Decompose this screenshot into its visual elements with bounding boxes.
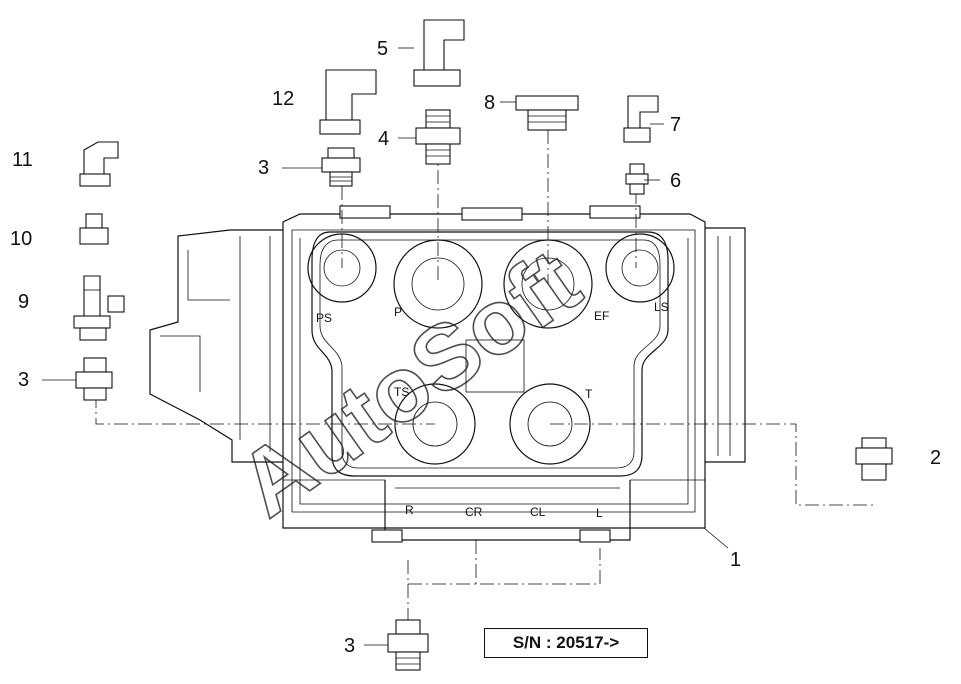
callout-9: 9 xyxy=(18,291,30,313)
callout-8: 8 xyxy=(484,92,496,114)
port-label-ps: PS xyxy=(316,311,332,325)
fitting-4 xyxy=(415,109,461,165)
fitting-5-elbow xyxy=(413,19,465,87)
fitting-3-left xyxy=(75,357,113,401)
port-label-ls: LS xyxy=(654,300,669,314)
callout-7: 7 xyxy=(670,114,682,136)
callout-6: 6 xyxy=(670,170,682,192)
callout-3-bottom: 3 xyxy=(344,635,356,657)
fitting-3-bottom xyxy=(387,619,429,671)
port-label-r: R xyxy=(405,503,414,517)
fitting-9 xyxy=(73,275,125,341)
port-label-ts: TS xyxy=(394,385,409,399)
watermark-autosoft: AutoSoft xyxy=(220,229,598,537)
callout-11: 11 xyxy=(12,149,33,171)
fitting-10 xyxy=(79,213,109,245)
port-label-p: P xyxy=(394,305,402,319)
port-label-l: L xyxy=(596,506,603,520)
callout-5: 5 xyxy=(377,38,389,60)
fitting-3-top xyxy=(321,147,361,187)
callout-10: 10 xyxy=(10,228,33,250)
callout-12: 12 xyxy=(272,88,295,110)
callout-3-top: 3 xyxy=(258,157,270,179)
fitting-7-elbow xyxy=(623,95,659,143)
svg-text:AutoSoft: AutoSoft xyxy=(221,230,598,536)
port-label-t: T xyxy=(585,387,593,401)
fitting-2 xyxy=(855,437,893,481)
callout-3-left: 3 xyxy=(18,369,30,391)
port-label-cr: CR xyxy=(465,505,483,519)
fitting-12-elbow xyxy=(319,69,377,135)
valve-body: PS P EF LS TS T R CR CL L xyxy=(149,205,746,543)
leader-lines xyxy=(42,47,729,646)
port-label-ef: EF xyxy=(594,309,609,323)
fitting-6 xyxy=(625,163,649,195)
callout-1: 1 xyxy=(730,549,742,571)
callout-2: 2 xyxy=(930,447,942,469)
fitting-8-plug xyxy=(515,95,579,131)
serial-number-label: S/N : 20517-> xyxy=(484,628,648,658)
center-lines xyxy=(95,130,876,620)
port-label-cl: CL xyxy=(530,505,546,519)
fitting-11-elbow xyxy=(79,141,119,187)
callout-4: 4 xyxy=(378,128,390,150)
